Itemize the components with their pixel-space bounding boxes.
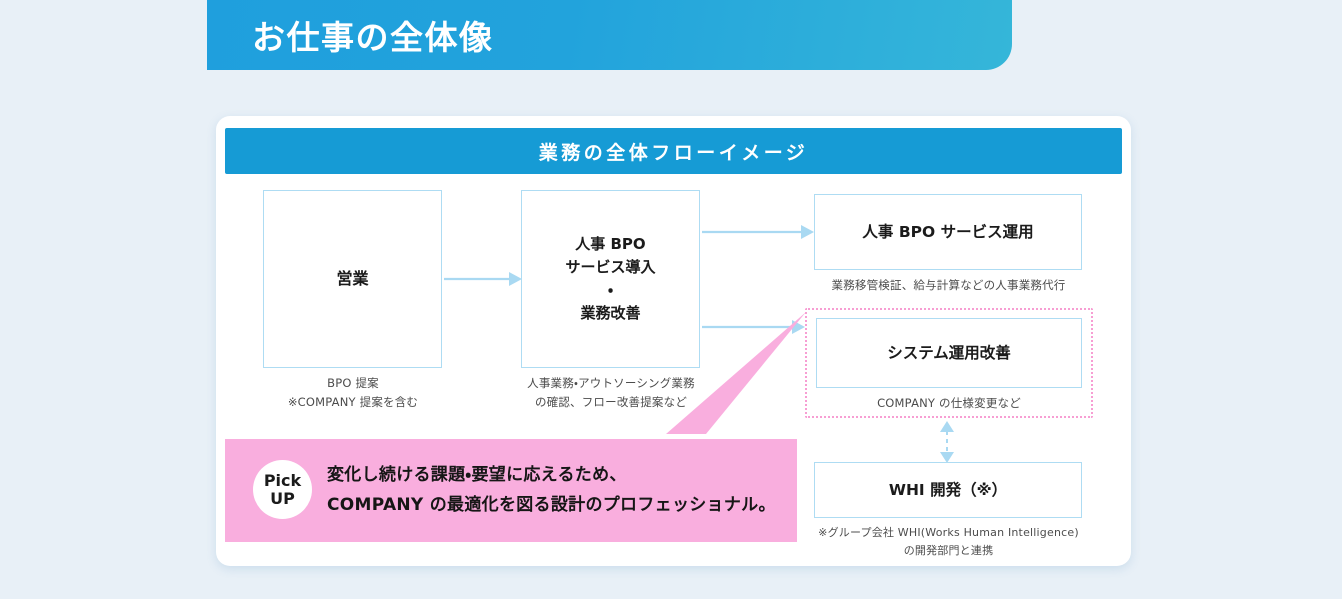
page-title-banner: お仕事の全体像 [207,0,1012,70]
arrow-bpo-to-ops [702,225,814,239]
flow-box-ops-label: 人事 BPO サービス運用 [862,222,1034,241]
flow-caption-whi: ※グループ会社 WHI(Works Human Intelligence)の開発… [818,526,1079,558]
pickup-badge-line1: Pick [263,470,302,490]
pickup-badge-line2: UP [270,488,295,508]
flow-caption-sales: BPO 提案※COMPANY 提案を含む [287,376,419,409]
flow-caption-system: COMPANY の仕様変更など [877,396,1021,410]
flow-caption-bpo: 人事業務・アウトソーシング業務の確認、フロー改善提案など [527,376,695,409]
arrow-system-whi-bidirectional [940,421,954,463]
pickup-text: 変化し続ける課題・要望に応えるため、 COMPANY の最適化を図る設計のプロフ… [327,461,776,521]
flow-box-sales[interactable]: 営業 [263,190,442,368]
pickup-text-line2: COMPANY の最適化を図る設計のプロフェッショナル。 [327,494,776,515]
flow-box-bpo-service-operation[interactable]: 人事 BPO サービス運用 [814,194,1082,270]
flow-caption-ops: 業務移管検証、給与計算などの人事業務代行 [831,278,1066,292]
system-highlight-outline [805,308,1093,418]
flow-diagram-card: 業務の全体フローイメージ [216,116,1131,566]
page-title: お仕事の全体像 [252,18,494,57]
flow-box-whi-label: WHI 開発（※） [888,480,1008,499]
flow-box-whi-development[interactable]: WHI 開発（※） [814,462,1082,518]
pickup-callout: Pick UP 変化し続ける課題・要望に応えるため、 COMPANY の最適化を… [225,439,797,542]
flow-box-sales-label: 営業 [336,268,369,288]
card-header: 業務の全体フローイメージ [225,128,1122,174]
pickup-badge: Pick UP [253,460,312,519]
flow-box-system-operation-improvement[interactable]: システム運用改善 [816,318,1082,388]
arrow-bpo-to-system [702,320,805,334]
card-header-title: 業務の全体フローイメージ [538,141,809,164]
pickup-text-line1: 変化し続ける課題・要望に応えるため、 [327,465,627,485]
flow-box-system-label: システム運用改善 [887,343,1011,362]
arrow-sales-to-bpo [444,272,522,286]
